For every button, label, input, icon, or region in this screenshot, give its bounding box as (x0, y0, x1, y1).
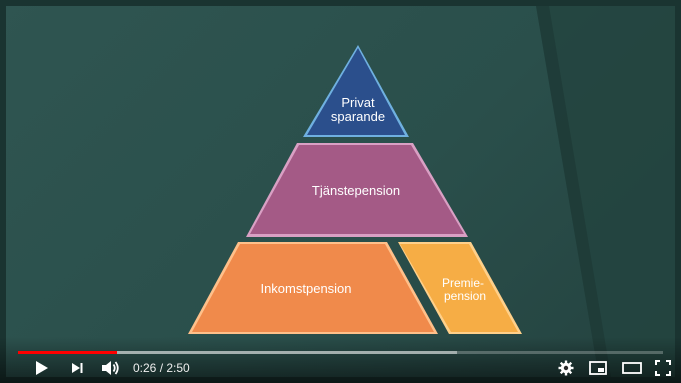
time-separator: / (156, 361, 167, 375)
fullscreen-button[interactable] (652, 357, 674, 379)
next-icon (72, 363, 83, 373)
tier-label-premium-line2: pension (444, 289, 486, 303)
play-icon (36, 361, 48, 375)
progress-loaded (18, 351, 457, 354)
pyramid-tier-income-pension: Inkomstpension (188, 242, 438, 334)
tier-label-private-line2: sparande (331, 109, 385, 124)
background-panel-edge (535, 0, 612, 383)
theater-button[interactable] (620, 357, 644, 379)
tier-label-income: Inkomstpension (260, 281, 351, 296)
theater-icon (622, 362, 642, 374)
progress-bar[interactable] (18, 351, 663, 354)
tier-label-occupational: Tjänstepension (312, 183, 400, 198)
current-time: 0:26 (133, 361, 157, 375)
progress-played (18, 351, 117, 354)
next-button[interactable] (64, 357, 90, 379)
miniplayer-icon (589, 361, 607, 375)
gear-icon (558, 360, 574, 376)
background-panel (535, 0, 681, 383)
fullscreen-icon (655, 360, 671, 376)
tier-label-premium-line1: Premie- (442, 276, 484, 290)
time-display: 0:26 / 2:50 (133, 361, 190, 375)
pyramid-tier-private-savings: Privat sparande (303, 45, 409, 137)
pyramid-tier-occupational-pension: Tjänstepension (246, 143, 468, 237)
control-bar: 0:26 / 2:50 (0, 337, 681, 383)
pyramid-tier-premium-pension: Premie- pension (398, 242, 522, 334)
volume-button[interactable] (98, 357, 124, 379)
play-button[interactable] (28, 357, 54, 379)
tier-label-private-line1: Privat (341, 95, 375, 110)
duration: 2:50 (166, 361, 190, 375)
settings-button[interactable] (555, 357, 577, 379)
miniplayer-button[interactable] (587, 357, 609, 379)
volume-icon (102, 361, 119, 375)
